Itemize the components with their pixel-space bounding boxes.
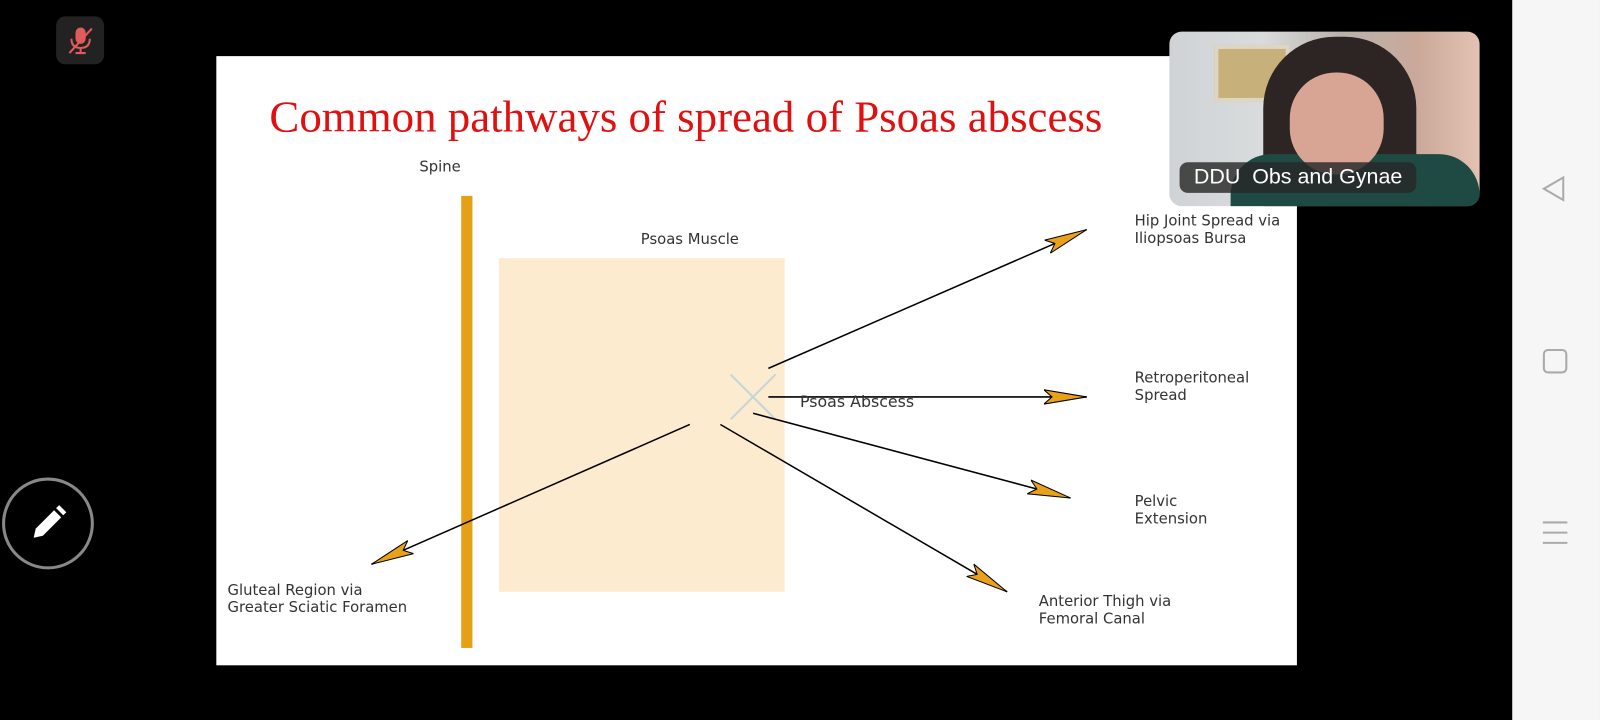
- participant-face: [1289, 72, 1384, 175]
- back-icon[interactable]: [1541, 175, 1568, 203]
- label-hip: Hip Joint Spread via Iliopsoas Bursa: [1134, 213, 1281, 247]
- label-thigh: Anterior Thigh via Femoral Canal: [1038, 593, 1172, 628]
- label-spine: Spine: [419, 159, 461, 176]
- label-psoas-abscess: Psoas Abscess: [799, 392, 915, 412]
- label-retroperitoneal: Retroperitoneal Spread: [1134, 370, 1250, 405]
- pencil-icon: [33, 505, 67, 538]
- recents-icon[interactable]: [1542, 519, 1569, 546]
- arrow-hip: [768, 228, 1088, 370]
- label-pelvic: Pelvic Extension: [1134, 493, 1208, 528]
- psoas-muscle-box: [498, 258, 785, 592]
- mute-button[interactable]: [56, 16, 105, 65]
- home-icon[interactable]: [1542, 348, 1569, 375]
- arrow-pelvic: [752, 412, 1070, 499]
- label-psoas-muscle: Psoas Muscle: [640, 231, 739, 248]
- participant-name: DDU Obs and Gynae: [1179, 162, 1417, 193]
- annotate-button[interactable]: [2, 477, 94, 570]
- label-gluteal: Gluteal Region via Greater Sciatic Foram…: [227, 582, 408, 617]
- arrow-gluteal: [371, 423, 691, 565]
- slide-title: Common pathways of spread of Psoas absce…: [269, 91, 1103, 142]
- mic-muted-icon: [68, 27, 93, 54]
- diagram: [371, 195, 1088, 648]
- system-navigation-bar: [1512, 0, 1600, 720]
- abscess-marker: [729, 373, 777, 421]
- participant-video[interactable]: DDU Obs and Gynae: [1169, 31, 1480, 207]
- spine-bar: [461, 195, 473, 648]
- arrow-thigh: [720, 423, 1008, 593]
- presentation-slide: Common pathways of spread of Psoas absce…: [216, 56, 1297, 666]
